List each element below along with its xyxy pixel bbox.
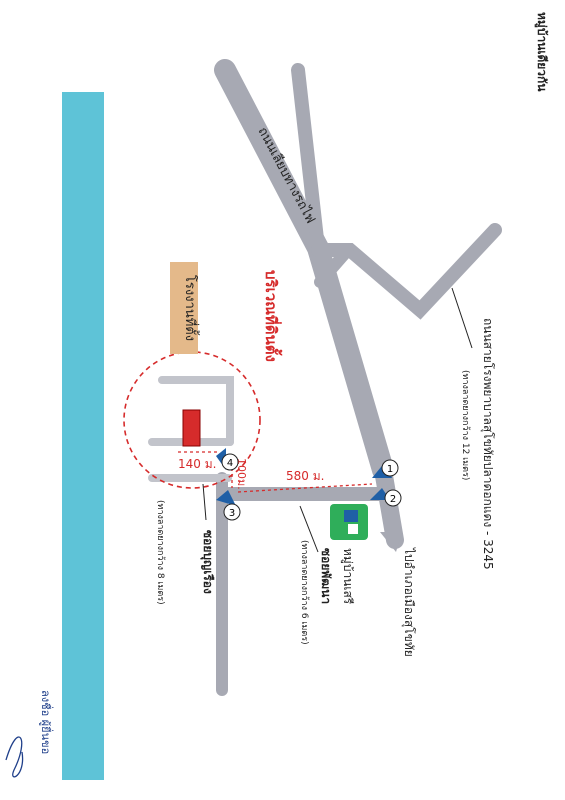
page-title: หมู่บ้านเดียวกัน [534,12,549,92]
distance-140: 140 ม. [178,457,216,471]
factory-box [170,262,198,354]
pointer-lines [202,287,473,553]
soi-a-label: ซอยพัฒนา [319,548,333,604]
marker-2: 2 [370,488,402,507]
svg-text:1: 1 [387,464,393,475]
signature-scribble [5,736,24,778]
main-road-branch [291,63,325,255]
distance-100: 100ม. [235,458,248,490]
highway-label: ถนนสายโรงพยาบาลสุโขทัยปลาดอกแดง - 3245 [480,318,495,570]
site-road-1 [158,376,234,446]
road-network [148,59,502,696]
highway-upper [314,244,354,288]
svg-text:3: 3 [229,508,235,519]
to-direction-label: ไปอำเภอเมืองสุโขทัย [401,547,416,657]
soi-b-note: (ทางลาดยางกว้าง 8 เมตร) [155,500,166,605]
site-building [182,409,201,447]
highway [311,223,502,320]
river [62,92,104,780]
marker-3: 3 [216,490,241,521]
svg-text:2: 2 [390,494,396,505]
direction-arrow [380,532,402,552]
marker-4: 4 [216,448,239,471]
distance-580: 580 ม. [286,469,324,483]
distance-lines [178,451,373,493]
signature-text: ลงชื่อ ผู้ยื่นขอ [39,690,54,754]
soi-a-note: (ทางลาดยางกว้าง 6 เมตร) [299,540,310,645]
svg-text:4: 4 [227,458,233,469]
marker-1: 1 [372,459,399,478]
soi-b-label: ซอยบุญเรือง [200,530,215,594]
factory-label: โรงงานที่ตั้ง [182,275,200,341]
highway-note: (ทางลาดยางกว้าง 12 เมตร) [460,370,471,480]
village-icon [330,504,368,540]
site-area-label: บริเวณที่ดินตั้ง [262,270,283,362]
village-label: หมู่บ้านเสรี [340,548,355,605]
